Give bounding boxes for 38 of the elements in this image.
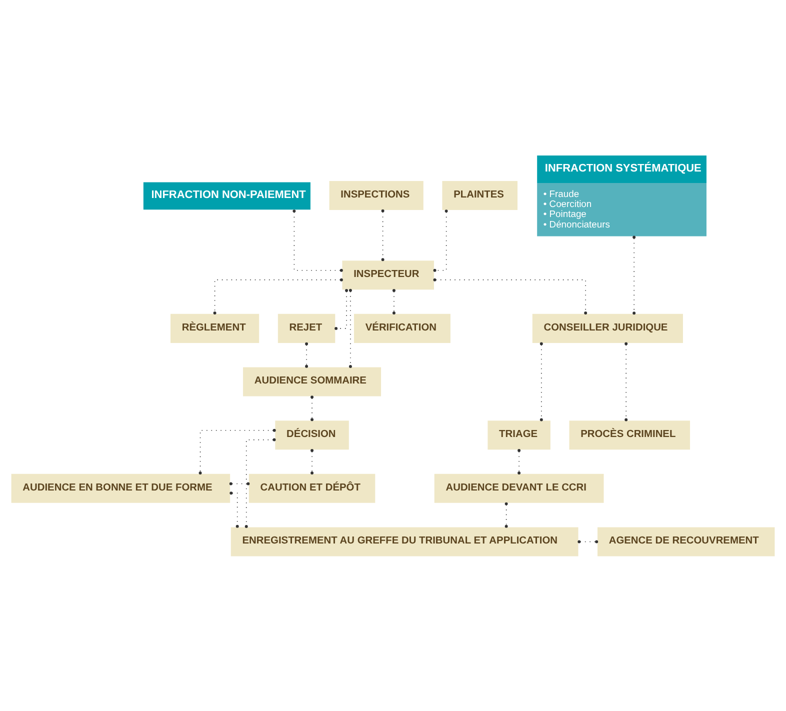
- connector: [334, 289, 348, 330]
- node-box: RÈGLEMENT: [170, 314, 260, 343]
- connector: [198, 428, 276, 474]
- node-box: CONSEILLER JURIDIQUE: [532, 314, 683, 343]
- connector: [292, 210, 343, 272]
- connector: [310, 449, 314, 474]
- node-box: PLAINTES: [442, 181, 518, 210]
- node-box: INSPECTEUR: [342, 260, 434, 290]
- node-box: VÉRIFICATION: [354, 314, 450, 343]
- connector: [632, 236, 636, 315]
- connector: [213, 278, 343, 315]
- connector: [433, 278, 588, 315]
- connector: [578, 540, 598, 544]
- node-box: AUDIENCE EN BONNE ET DUE FORME: [11, 474, 230, 503]
- node-box: AGENCE DE RECOUVREMENT: [597, 527, 775, 556]
- connector: [305, 342, 308, 368]
- connector: [244, 438, 276, 528]
- node-box: AUDIENCE SOMMAIRE: [243, 367, 382, 396]
- node-box: DÉCISION: [275, 420, 349, 450]
- node-box: REJET: [278, 314, 336, 343]
- connector: [540, 342, 543, 422]
- node-box: CAUTION ET DÉPÔT: [248, 474, 376, 503]
- connector: [624, 342, 628, 422]
- connector: [348, 288, 352, 368]
- node-box: INFRACTION NON-PAIEMENT: [143, 182, 310, 210]
- node-box: TRIAGE: [488, 420, 550, 450]
- connector: [230, 492, 239, 528]
- connector: [310, 396, 314, 422]
- connector: [504, 502, 508, 528]
- connector: [381, 209, 384, 262]
- node-box: ENREGISTREMENT AU GREFFE DU TRIBUNAL ET APPLICATION: [230, 527, 578, 556]
- connector: [433, 210, 448, 272]
- node-box: AUDIENCE DEVANT LE CCRI: [434, 474, 604, 503]
- connector: [392, 289, 396, 315]
- connector: [518, 449, 521, 474]
- node-box: INSPECTIONS: [329, 181, 424, 210]
- node-box: PROCÈS CRIMINEL: [569, 420, 690, 450]
- connector: [229, 482, 250, 486]
